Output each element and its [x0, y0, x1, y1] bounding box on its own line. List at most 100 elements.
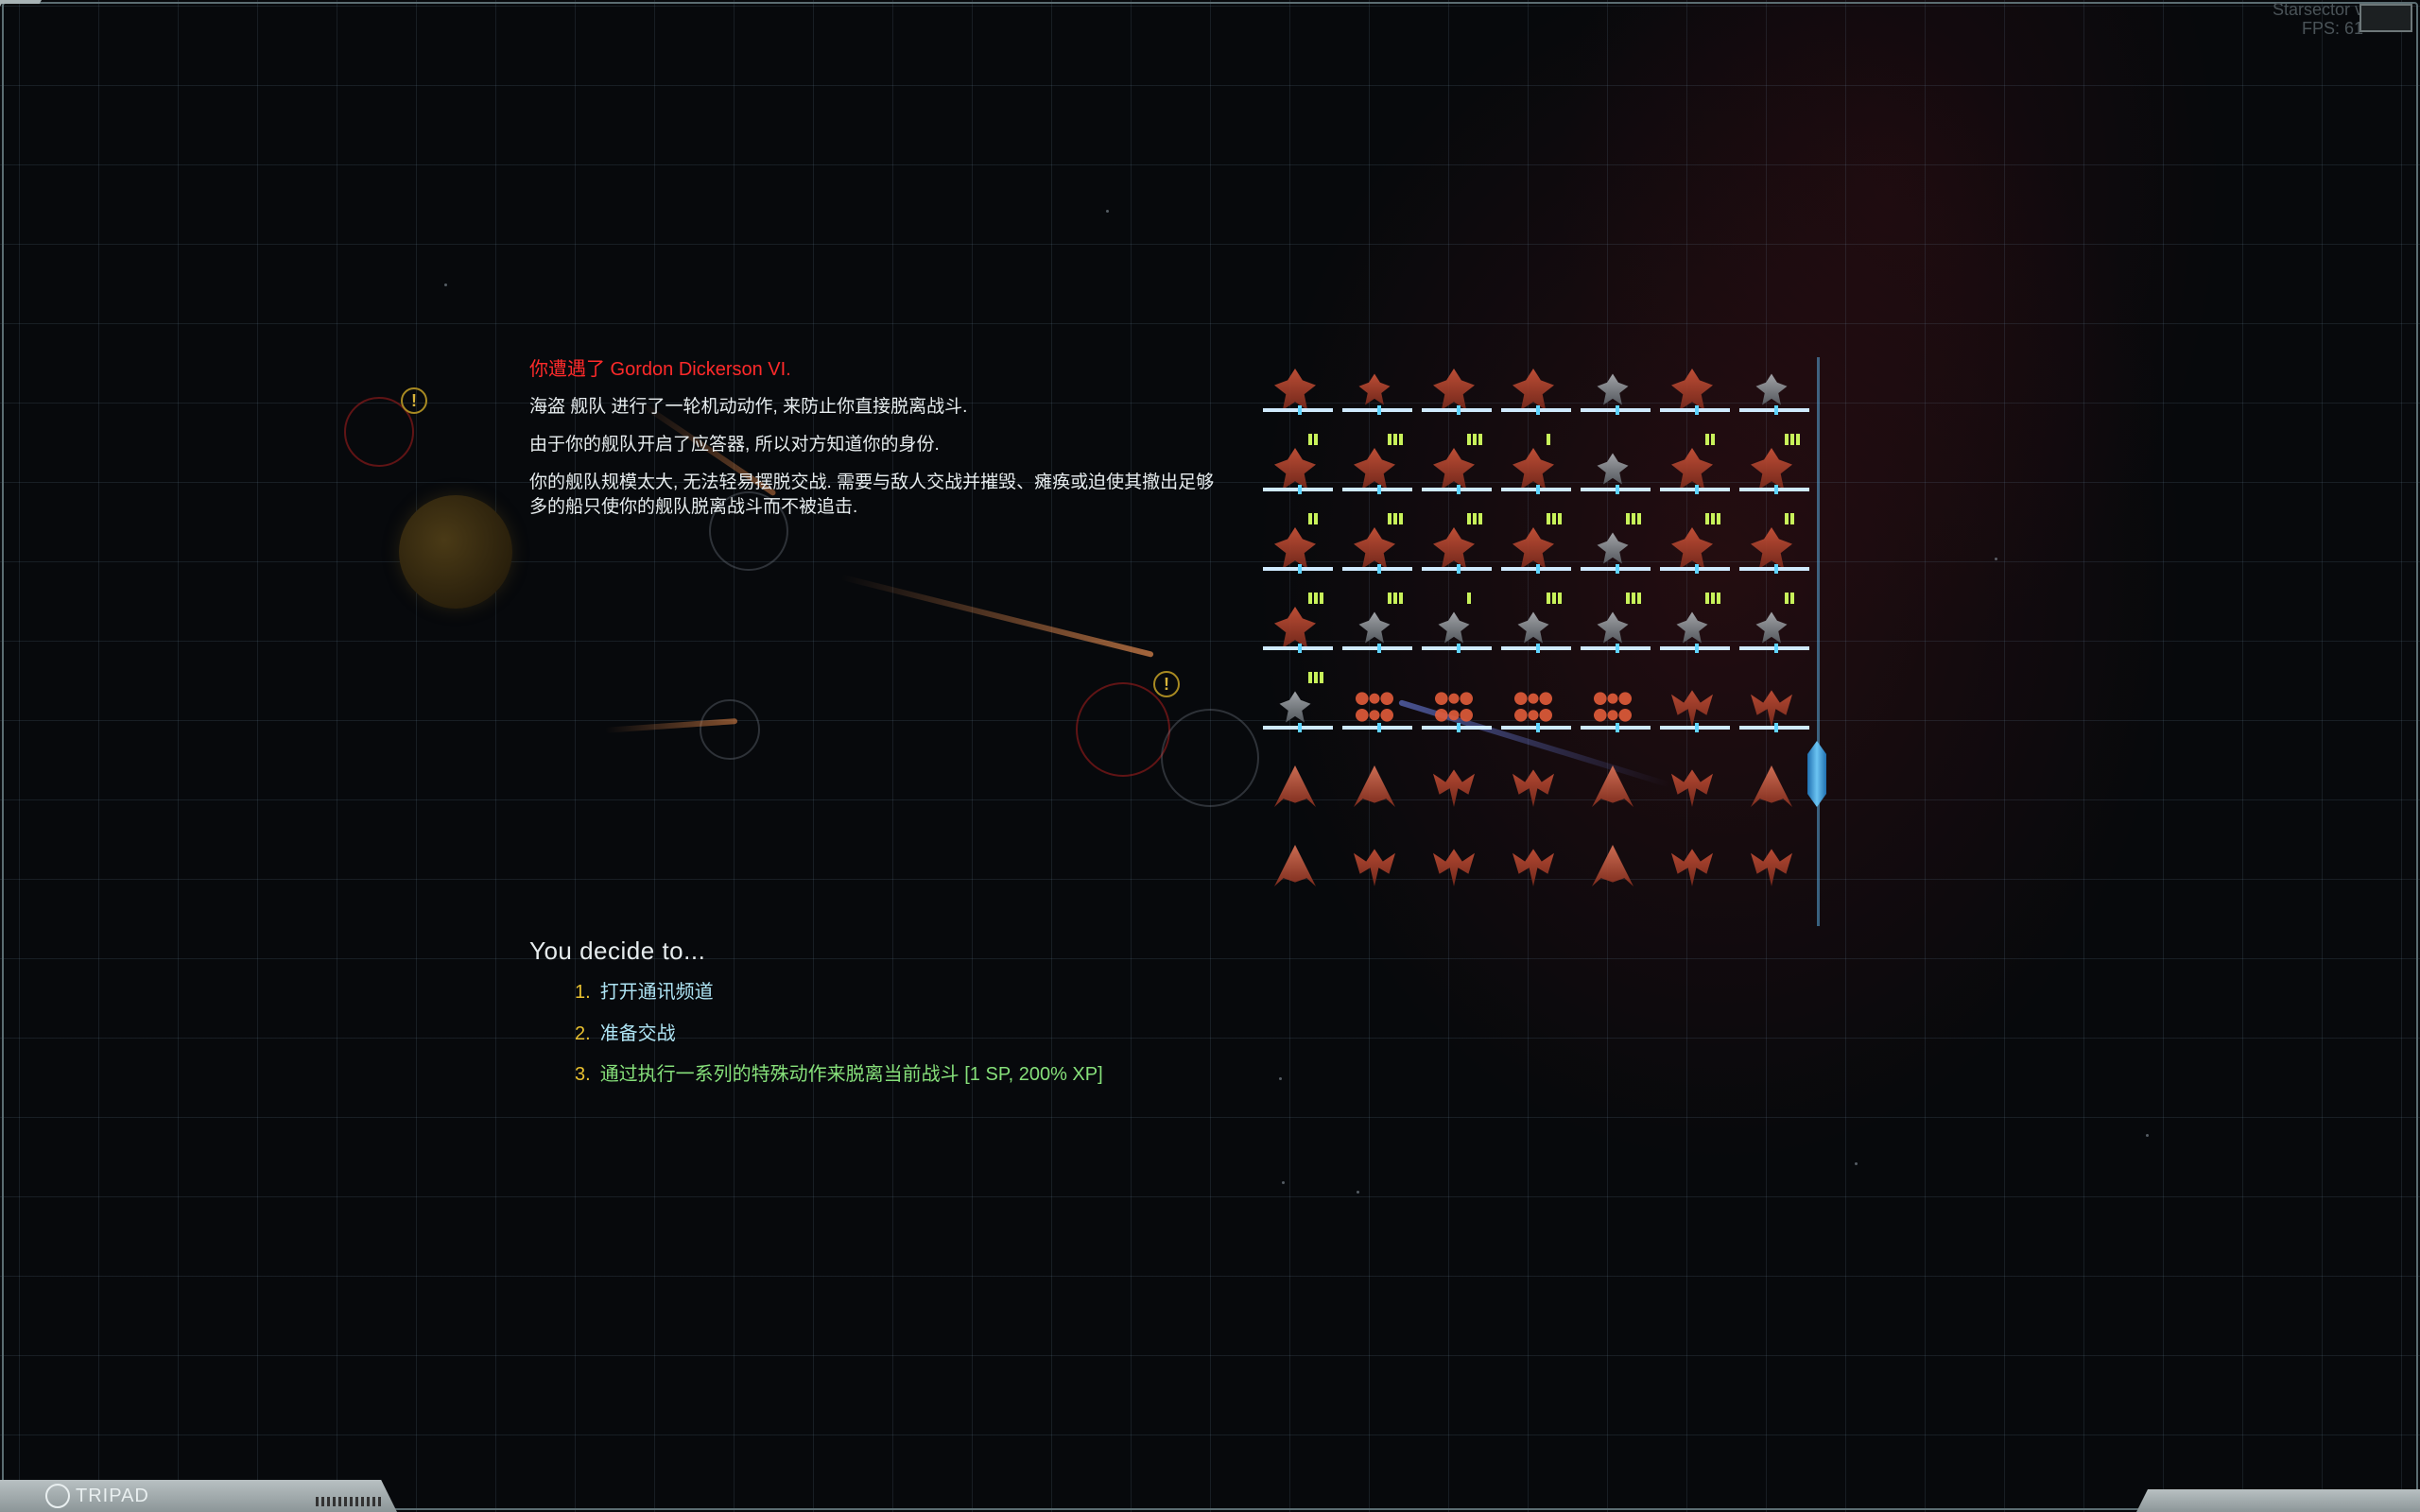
ship-icon	[1354, 845, 1395, 886]
star	[1282, 1181, 1285, 1184]
hull-bar	[1739, 485, 1809, 494]
ship-icon	[1751, 369, 1792, 410]
combat-readiness-indicator	[1308, 592, 1325, 609]
combat-readiness-indicator	[1626, 512, 1643, 529]
ship-icon	[1592, 448, 1634, 490]
star	[1855, 1162, 1858, 1165]
combat-readiness-indicator	[1547, 512, 1564, 529]
hull-bar	[1501, 485, 1571, 494]
ship-icon	[1512, 448, 1554, 490]
hostile-fleet-marker[interactable]	[1076, 682, 1170, 777]
menu-button[interactable]	[2360, 4, 2412, 32]
fleet-ship-slot[interactable]	[1335, 677, 1414, 756]
ship-icon	[1354, 765, 1395, 807]
fleet-ship-slot[interactable]	[1494, 835, 1573, 915]
fleet-ship-slot[interactable]	[1255, 434, 1335, 518]
fleet-ship-slot[interactable]	[1255, 672, 1335, 756]
bottom-right-panel[interactable]	[2136, 1489, 2420, 1512]
star	[1995, 558, 1997, 560]
fleet-ship-slot[interactable]	[1335, 756, 1414, 835]
fleet-ship-slot[interactable]	[1652, 434, 1732, 518]
combat-readiness-indicator	[1308, 671, 1325, 688]
ship-icon	[1354, 527, 1395, 569]
fleet-ship-slot[interactable]	[1255, 835, 1335, 915]
fleet-ship-slot[interactable]	[1573, 513, 1652, 597]
ship-icon	[1433, 607, 1475, 648]
fleet-ship-slot[interactable]	[1652, 756, 1732, 835]
fleet-ship-slot[interactable]	[1255, 756, 1335, 835]
hull-bar	[1342, 564, 1412, 574]
fleet-ship-slot[interactable]	[1414, 513, 1494, 597]
hull-bar	[1422, 405, 1492, 415]
fleet-ship-slot[interactable]	[1335, 593, 1414, 677]
fleet-ship-slot[interactable]	[1335, 513, 1414, 597]
fleet-ship-slot[interactable]	[1732, 835, 1811, 915]
fleet-ship-slot[interactable]	[1732, 434, 1811, 518]
fleet-ship-slot[interactable]	[1573, 835, 1652, 915]
ship-icon	[1354, 369, 1395, 410]
fleet-ship-slot[interactable]	[1652, 835, 1732, 915]
fleet-ship-slot[interactable]	[1652, 677, 1732, 756]
ship-icon	[1433, 527, 1475, 569]
enemy-fleet-grid	[1255, 359, 1823, 926]
option-label: 打开通讯频道	[599, 982, 714, 1003]
fleet-ship-slot[interactable]	[1335, 835, 1414, 915]
fleet-ship-slot[interactable]	[1255, 359, 1335, 438]
fleet-ship-slot[interactable]	[1573, 359, 1652, 438]
option-prepare-engage[interactable]: 2.准备交战	[575, 1018, 676, 1045]
fleet-ship-slot[interactable]	[1494, 434, 1573, 518]
ship-icon	[1433, 448, 1475, 490]
hostile-fleet-marker[interactable]	[344, 397, 414, 467]
option-open-comms[interactable]: 1.打开通讯频道	[575, 976, 714, 1004]
encounter-text-2: 由于你的舰队开启了应答器, 所以对方知道你的身份.	[529, 435, 940, 455]
fleet-scrollbar-thumb[interactable]	[1807, 741, 1826, 807]
ship-icon	[1354, 607, 1395, 648]
fleet-ship-slot[interactable]	[1335, 359, 1414, 438]
hull-bar	[1581, 644, 1651, 653]
fleet-ship-slot[interactable]	[1414, 434, 1494, 518]
fleet-ship-slot[interactable]	[1494, 677, 1573, 756]
ship-icon	[1671, 448, 1713, 490]
fleet-ship-slot[interactable]	[1414, 593, 1494, 677]
fleet-ship-slot[interactable]	[1652, 513, 1732, 597]
fleet-ship-slot[interactable]	[1652, 593, 1732, 677]
ship-icon	[1512, 686, 1554, 728]
ship-icon	[1512, 527, 1554, 569]
fleet-ship-slot[interactable]	[1732, 359, 1811, 438]
fleet-ship-slot[interactable]	[1652, 359, 1732, 438]
fleet-marker[interactable]	[709, 491, 788, 571]
fleet-ship-slot[interactable]	[1414, 359, 1494, 438]
fleet-ship-slot[interactable]	[1573, 677, 1652, 756]
fleet-ship-slot[interactable]	[1573, 438, 1652, 518]
fleet-scrollbar-track[interactable]	[1817, 357, 1820, 926]
fleet-ship-slot[interactable]	[1494, 593, 1573, 677]
fleet-ship-slot[interactable]	[1414, 756, 1494, 835]
fleet-ship-slot[interactable]	[1732, 756, 1811, 835]
fleet-ship-slot[interactable]	[1494, 513, 1573, 597]
alert-icon: !	[401, 387, 427, 414]
fleet-ship-slot[interactable]	[1732, 593, 1811, 677]
alert-icon: !	[1153, 671, 1180, 697]
combat-readiness-indicator	[1308, 512, 1320, 529]
fleet-ship-slot[interactable]	[1494, 359, 1573, 438]
fleet-ship-slot[interactable]	[1414, 835, 1494, 915]
fleet-ship-slot[interactable]	[1494, 756, 1573, 835]
fleet-ship-slot[interactable]	[1335, 434, 1414, 518]
ship-icon	[1671, 527, 1713, 569]
fleet-marker[interactable]	[700, 699, 760, 760]
fleet-ship-slot[interactable]	[1732, 677, 1811, 756]
fleet-ship-slot[interactable]	[1732, 513, 1811, 597]
decision-prompt: You decide to...	[529, 936, 706, 965]
ship-icon	[1592, 369, 1634, 410]
option-special-disengage[interactable]: 3.通过执行一系列的特殊动作来脱离当前战斗 [1 SP, 200% XP]	[575, 1058, 1103, 1086]
option-number: 3.	[575, 1064, 591, 1085]
player-fleet-marker[interactable]	[1161, 709, 1259, 807]
fleet-ship-slot[interactable]	[1255, 593, 1335, 677]
combat-readiness-indicator	[1785, 433, 1802, 450]
combat-readiness-indicator	[1388, 512, 1405, 529]
fleet-ship-slot[interactable]	[1573, 756, 1652, 835]
combat-readiness-indicator	[1626, 592, 1643, 609]
fleet-ship-slot[interactable]	[1255, 513, 1335, 597]
fleet-ship-slot[interactable]	[1414, 677, 1494, 756]
fleet-ship-slot[interactable]	[1573, 593, 1652, 677]
